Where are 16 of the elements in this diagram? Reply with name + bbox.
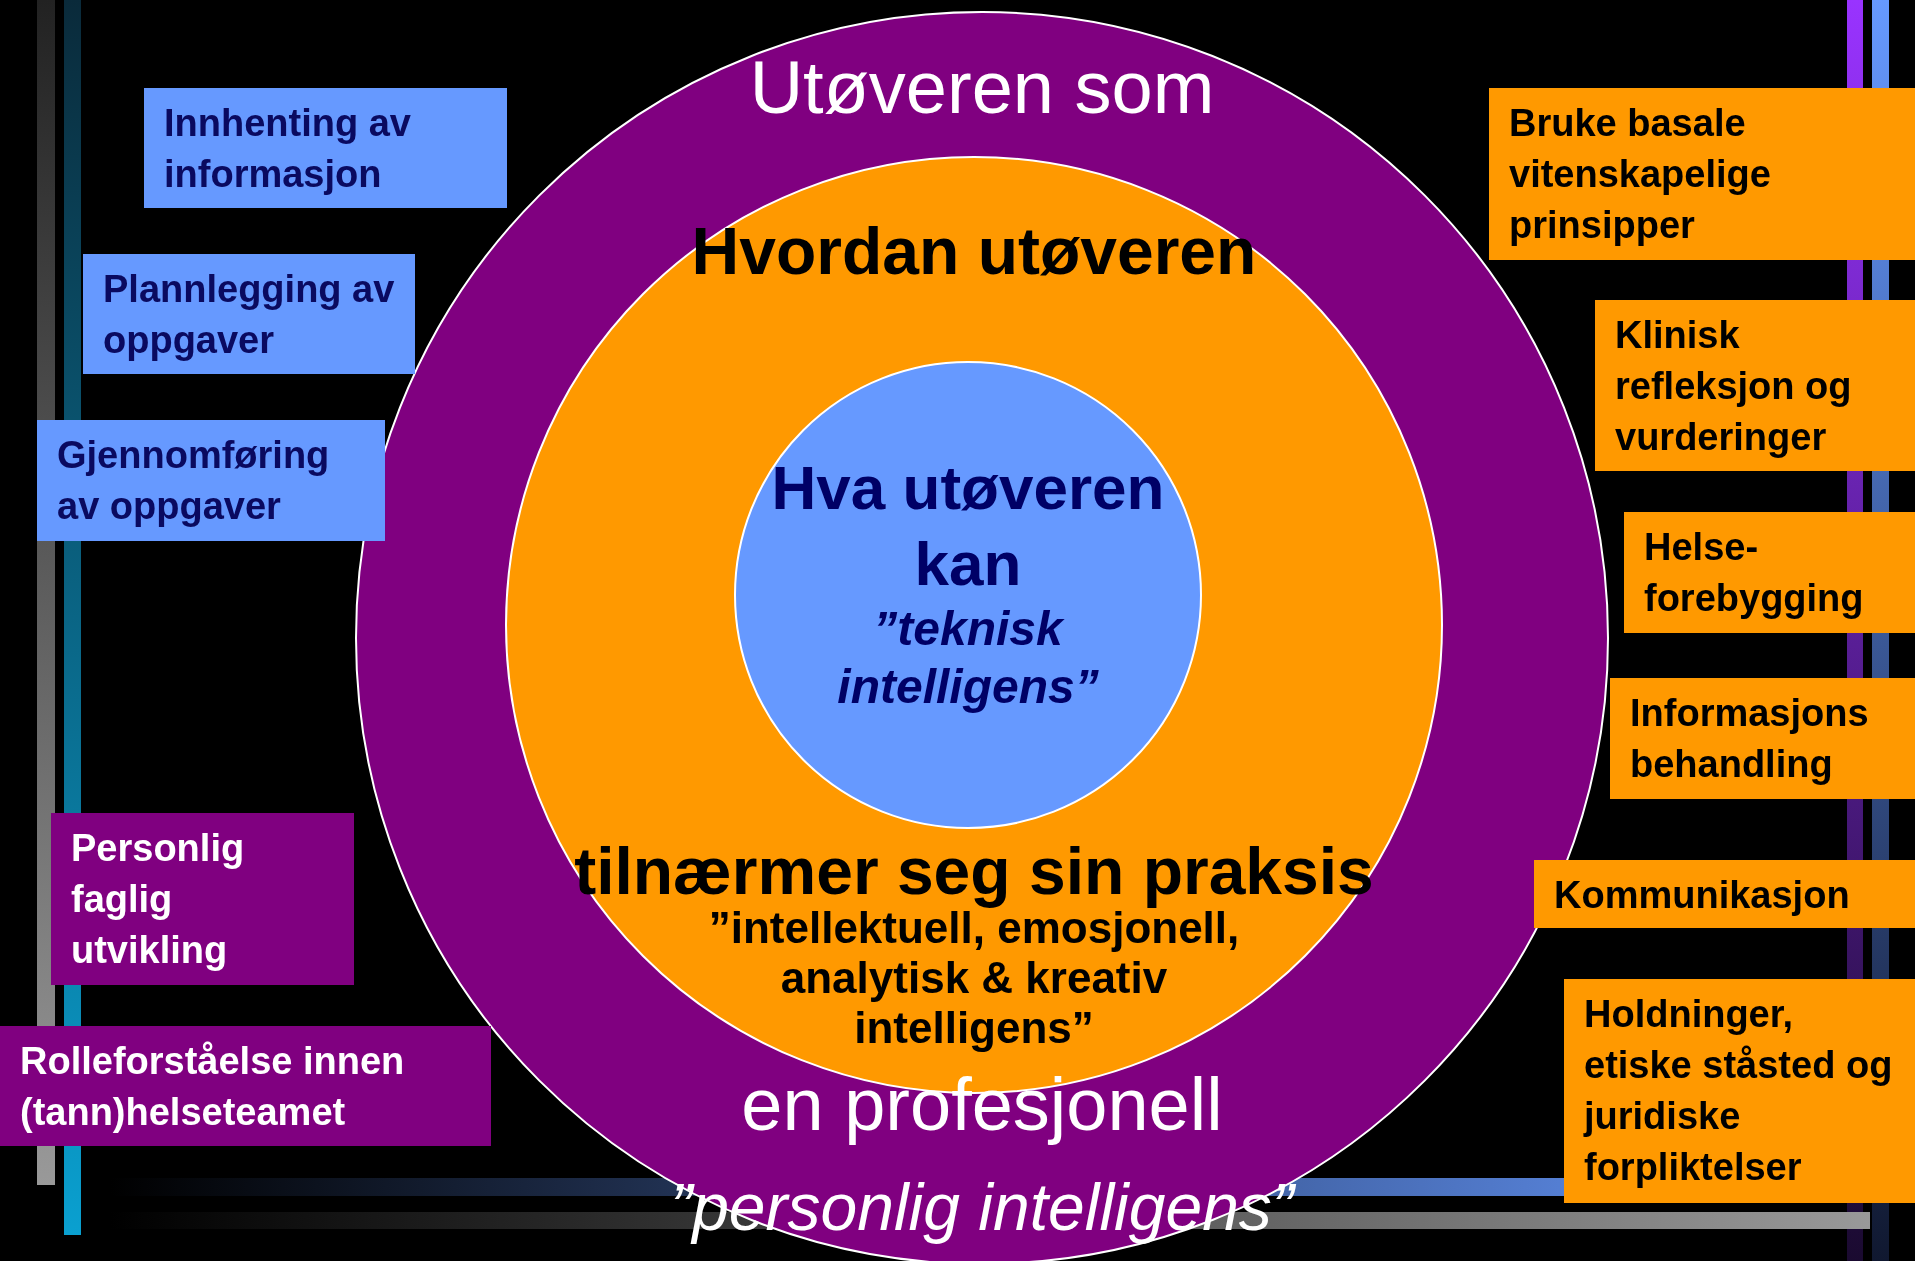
label-box: Helse-forebygging [1624,512,1915,633]
circle-heading: Hvordan utøveren [691,215,1257,287]
label-box: Innhenting av informasjon [144,88,507,208]
label-box: Rolleforståelse innen (tann)helseteamet [0,1026,491,1146]
circle-heading: Utøveren som [749,48,1215,128]
label-box: Kommunikasjon [1534,860,1915,928]
label-box: Gjennomføring av oppgaver [37,420,385,541]
label-box: Bruke basale vitenskapelige prinsipper [1489,88,1915,260]
label-box: Klinisk refleksjon og vurderinger [1595,300,1915,471]
label-box: Personlig faglig utvikling [51,813,354,985]
circle-heading: Hva utøveren kan [770,452,1166,600]
label-box: Informasjons behandling [1610,678,1915,799]
circle-subtitle: ”teknisk intelligens” [836,601,1100,715]
label-box: Holdninger, etiske ståsted og juridiske forpliktelser [1564,979,1915,1203]
circle-heading: en profesjonell [741,1065,1223,1145]
label-box: Plannlegging av oppgaver [83,254,415,374]
